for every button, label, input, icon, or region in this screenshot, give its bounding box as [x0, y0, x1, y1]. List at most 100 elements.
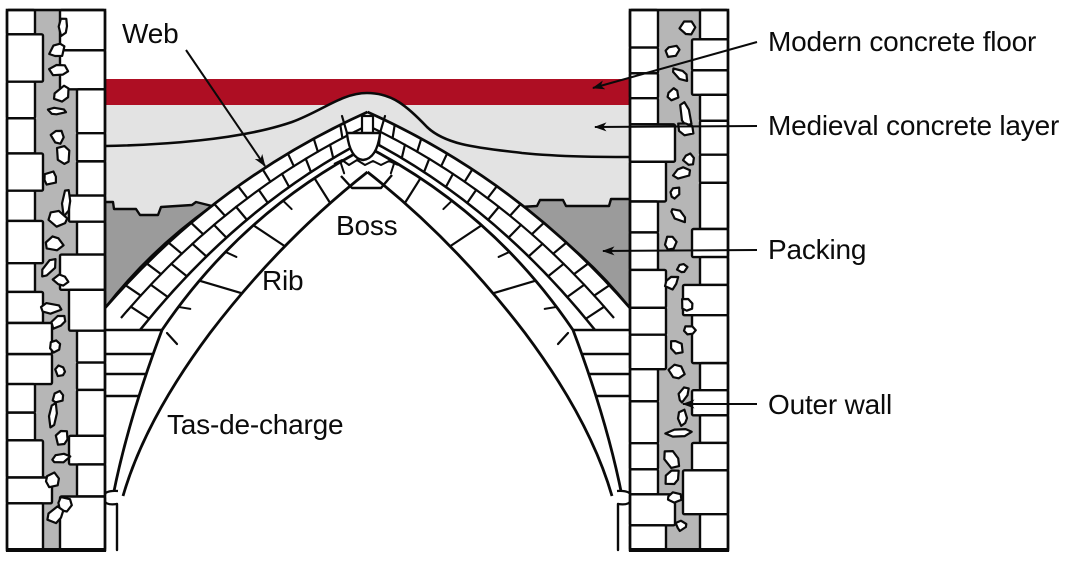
ashlar-block — [5, 8, 37, 36]
rubble-stone — [48, 42, 66, 58]
ashlar-block — [75, 131, 107, 163]
ashlar-block — [628, 367, 660, 403]
ashlar-block — [67, 288, 107, 332]
ashlar-block — [75, 388, 107, 438]
rubble-stone — [666, 491, 683, 504]
rubble-stone — [681, 297, 694, 312]
ashlar-block — [628, 524, 668, 552]
rubble-stone — [669, 186, 681, 200]
rubble-stone — [52, 84, 70, 103]
label-tas-de-charge: Tas-de-charge — [167, 409, 344, 440]
ashlar-block — [75, 220, 107, 256]
label-web: Web — [122, 18, 179, 49]
boss-profile — [340, 174, 393, 190]
rubble-stone — [57, 495, 73, 513]
ashlar-block — [75, 160, 107, 197]
rubble-stone — [663, 450, 681, 469]
rubble-stone — [670, 340, 684, 355]
leader-arrows — [185, 41, 758, 409]
leader-web — [185, 49, 266, 167]
ashlar-block — [698, 513, 730, 552]
rubble-stone — [679, 101, 693, 127]
rubble-stone — [47, 402, 58, 429]
rubble-stone — [41, 258, 57, 278]
rib-outer-edge — [366, 145, 624, 497]
label-medieval-concrete-layer: Medieval concrete layer — [768, 110, 1060, 141]
ashlar-block — [628, 333, 668, 371]
rubble-stone — [666, 87, 680, 102]
ashlar-block — [698, 93, 730, 122]
keystone-bell — [345, 131, 382, 162]
arch-left-half — [102, 110, 369, 552]
rubble-stone — [663, 235, 678, 251]
ashlar-block — [5, 189, 37, 223]
ashlar-block — [628, 442, 660, 471]
web-extrados — [103, 110, 369, 309]
ashlar-block — [5, 33, 45, 83]
rubble-stone — [44, 471, 60, 489]
ashlar-block — [690, 441, 730, 472]
boss-keystone — [333, 114, 399, 190]
ashlar-block — [75, 329, 107, 364]
rubble-stone — [667, 363, 686, 380]
rubble-stone — [676, 408, 689, 427]
rubble-stone — [49, 129, 65, 145]
rib-outer-edge — [111, 145, 369, 497]
ashlar-block — [628, 46, 660, 75]
rubble-stone — [51, 389, 65, 404]
ashlar-block — [75, 88, 107, 135]
rubble-stone — [664, 428, 693, 438]
leader-modern-concrete-floor — [592, 41, 758, 90]
rib-intrados — [366, 170, 614, 497]
ashlar-block — [628, 160, 668, 203]
rubble-stone — [60, 189, 72, 218]
arch-right-half — [366, 110, 633, 552]
ashlar-block — [628, 123, 677, 163]
ashlar-block — [75, 463, 107, 498]
ashlar-block — [67, 434, 107, 466]
ashlar-block — [681, 469, 730, 516]
ashlar-block — [5, 262, 37, 294]
rubble-stone — [43, 170, 57, 186]
ashlar-block — [5, 502, 45, 552]
ashlar-block — [75, 361, 107, 392]
ashlar-block — [628, 268, 668, 309]
rubble-stone — [44, 235, 65, 252]
label-modern-concrete-floor: Modern concrete floor — [768, 26, 1037, 57]
rubble-stone — [664, 469, 680, 486]
ashlar-block — [698, 181, 730, 231]
rubble-stone — [54, 364, 67, 378]
ashlar-block — [690, 314, 730, 365]
rubble-stone — [48, 63, 70, 77]
rubble-stone — [50, 314, 67, 330]
ashlar-block — [58, 253, 107, 291]
ashlar-block — [698, 414, 730, 445]
label-boss: Boss — [336, 210, 398, 241]
ashlar-block — [5, 152, 45, 192]
rubble-stone — [54, 429, 69, 446]
rubble-stone — [47, 209, 69, 228]
rib-intrados — [121, 170, 369, 497]
ashlar-block — [5, 290, 45, 325]
rubble-stone — [39, 302, 63, 315]
rubble-stone — [671, 166, 692, 180]
rubble-stone — [51, 273, 70, 287]
web-extrados — [366, 110, 632, 309]
label-packing: Packing — [768, 234, 867, 265]
outer-wall-left — [5, 8, 107, 552]
ashlar-block — [698, 255, 730, 287]
rubble-stone — [675, 263, 689, 274]
keystone-tab — [360, 114, 375, 136]
rubble-stone — [672, 67, 689, 82]
ashlar-block — [5, 411, 37, 442]
ashlar-block — [698, 153, 730, 185]
ashlar-block — [690, 227, 730, 259]
ashlar-block — [5, 439, 45, 479]
rubble-stone — [51, 452, 72, 464]
medieval-layer-surface-line — [104, 91, 631, 159]
rubble-stone — [49, 339, 62, 354]
leader-medieval-concrete-layer — [594, 122, 758, 132]
ashlar-block — [5, 382, 37, 414]
